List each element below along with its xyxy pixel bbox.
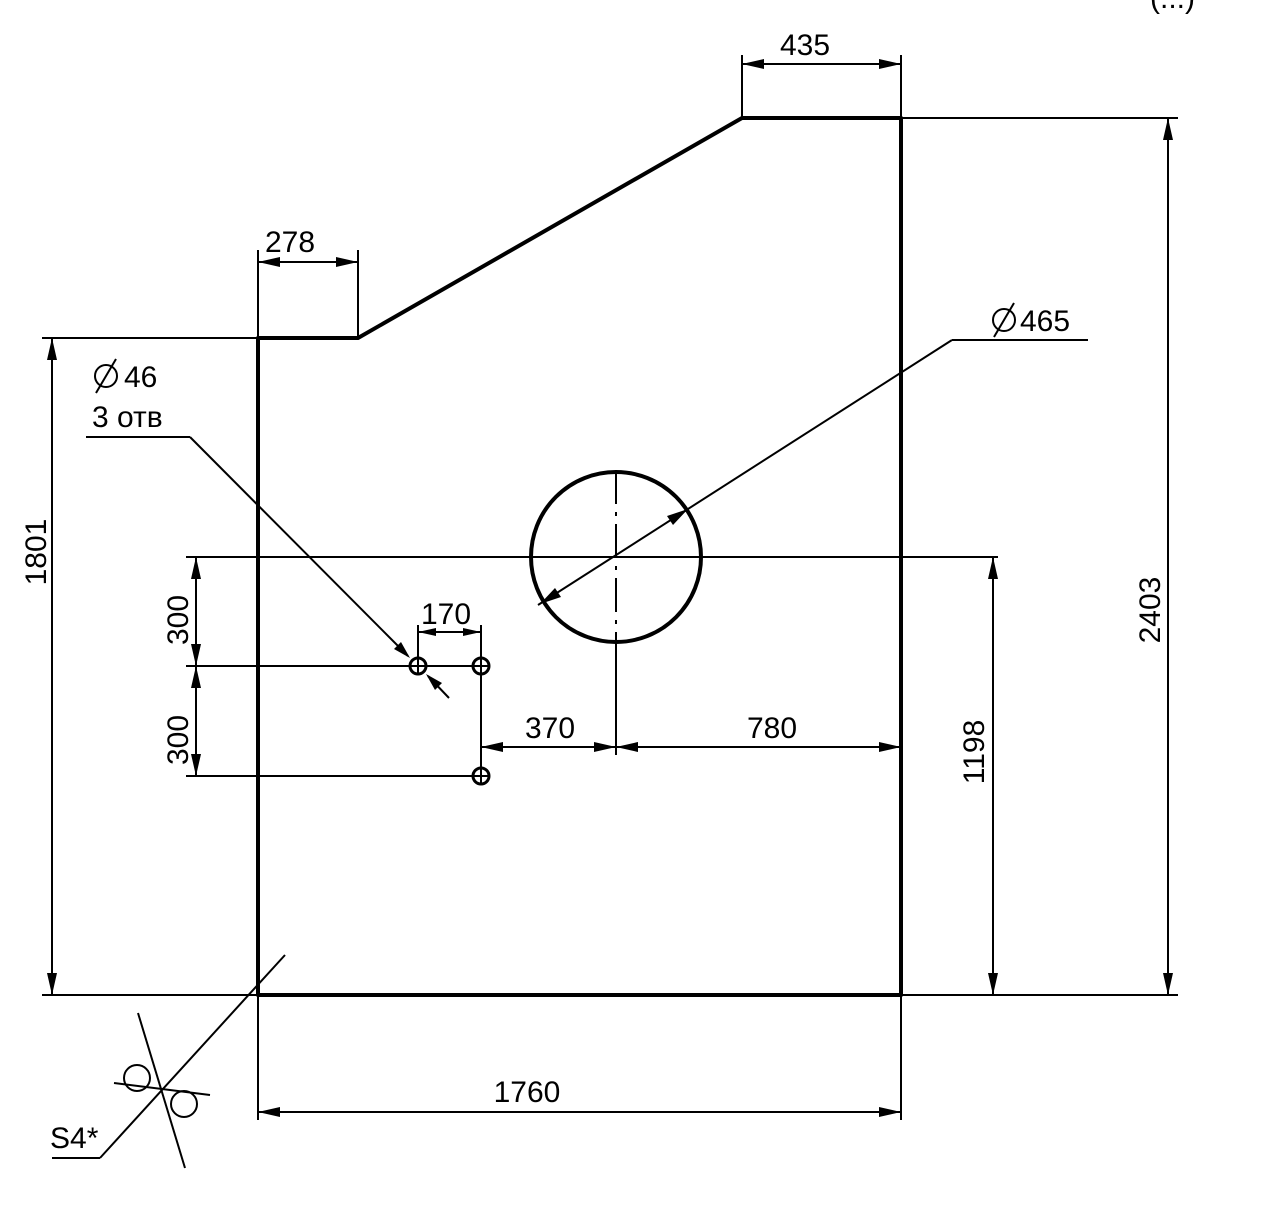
dim-left-height: 1801 xyxy=(20,519,53,586)
dimension-lines xyxy=(51,63,1169,1113)
dim-circle-to-right: 780 xyxy=(747,712,797,745)
arrowheads xyxy=(47,59,1173,1117)
extension-lines xyxy=(42,55,1178,1120)
dim-circle-to-bottom: 1198 xyxy=(958,720,991,785)
small-hole-count: 3 отв xyxy=(92,401,163,434)
dim-total-height: 2403 xyxy=(1134,577,1167,644)
diameter-icon xyxy=(992,302,1016,338)
dim-step-width: 278 xyxy=(265,226,315,259)
small-hole-left xyxy=(408,656,428,676)
dim-overall-width: 1760 xyxy=(494,1076,561,1109)
dim-top-width: 435 xyxy=(780,29,830,62)
weld-symbol xyxy=(52,954,286,1169)
diameter-icon xyxy=(94,358,118,394)
dim-hole-pitch-lower: 300 xyxy=(162,715,195,765)
corner-note: (...) xyxy=(1150,0,1195,15)
dim-hole-pitch-upper: 300 xyxy=(162,595,195,645)
large-hole-diameter: 465 xyxy=(1020,305,1070,338)
weld-label: S4* xyxy=(50,1122,99,1155)
dim-hole-to-circle: 370 xyxy=(525,712,575,745)
large-hole-leader xyxy=(537,339,1088,606)
dim-hole-spacing: 170 xyxy=(421,598,471,631)
small-hole-leader xyxy=(86,436,450,699)
small-hole-diameter: 46 xyxy=(124,361,157,394)
small-hole-right-upper xyxy=(471,656,491,676)
small-hole-right-lower xyxy=(471,766,491,786)
